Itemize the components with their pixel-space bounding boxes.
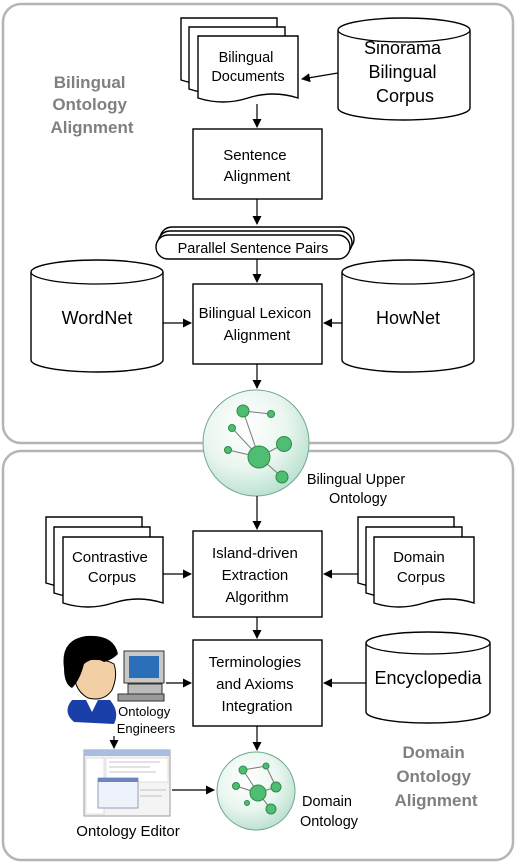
section-label-domain: Domain Ontology Alignment: [394, 743, 477, 810]
svg-text:Sentence Alignment: Sentence Alignment: [223, 147, 291, 185]
sinorama-corpus-node: Sinorama Bilingual Corpus: [337, 17, 471, 121]
ontology-editor-thumbnail: [83, 749, 171, 817]
svg-text:HowNet: HowNet: [376, 308, 440, 328]
svg-text:Contrastive Corpus: Contrastive Corpus: [72, 549, 152, 586]
parallel-sentence-pairs-node: Parallel Sentence Pairs: [155, 226, 355, 260]
svg-text:Parallel Sentence Pairs: Parallel Sentence Pairs: [178, 241, 329, 257]
hownet-node: HowNet: [341, 259, 475, 373]
arrow-sinorama-to-documents: [301, 72, 339, 83]
domain-ontology-label: Domain Ontology: [300, 794, 359, 830]
svg-text:Domain Corpus: Domain Corpus: [393, 549, 449, 586]
ontology-engineer-icon: [63, 635, 165, 724]
svg-text:Sinorama Bilingual: Sinorama Bilingual Corpus: [364, 38, 446, 106]
section-label-bilingual: Bilingual Ontology Alignment: [50, 73, 133, 137]
svg-text:Bilingual Documents: Bilingual Documents: [211, 50, 284, 85]
upper-ontology-label: Bilingual Upper Ontology: [307, 472, 409, 507]
ontology-editor-label: Ontology Editor: [76, 823, 179, 840]
upper-ontology-node: [202, 389, 310, 497]
island-driven-node: Island-driven Extraction Algorithm: [192, 530, 323, 618]
sentence-alignment-node: Sentence Alignment: [192, 128, 323, 200]
domain-ontology-node: [216, 751, 296, 831]
svg-text:Bilingual Lexicon Alignm: Bilingual Lexicon Alignment: [199, 305, 316, 344]
wordnet-node: WordNet: [30, 259, 164, 373]
lexicon-alignment-node: Bilingual Lexicon Alignment: [192, 283, 323, 365]
terminologies-node: Terminologies and Axioms Integration: [192, 639, 323, 727]
ontology-engineers-label: Ontology Engineers: [117, 704, 176, 736]
bilingual-documents-node: Bilingual Documents: [180, 17, 299, 103]
svg-text:Island-driven Extraction: Island-driven Extraction Algorithm: [212, 545, 302, 606]
ontology-graph-nodes: [224, 404, 292, 484]
contrastive-corpus-node: Contrastive Corpus: [45, 516, 164, 608]
svg-text:Terminologies and Axioms: Terminologies and Axioms Integration: [209, 654, 306, 715]
svg-text:Encyclopedia: Encyclopedia: [374, 668, 482, 688]
domain-corpus-node: Domain Corpus: [357, 516, 475, 608]
svg-text:WordNet: WordNet: [62, 308, 133, 328]
flow-arrows: [109, 72, 366, 795]
encyclopedia-node: Encyclopedia: [365, 631, 491, 724]
domain-graph-nodes: [232, 762, 282, 815]
